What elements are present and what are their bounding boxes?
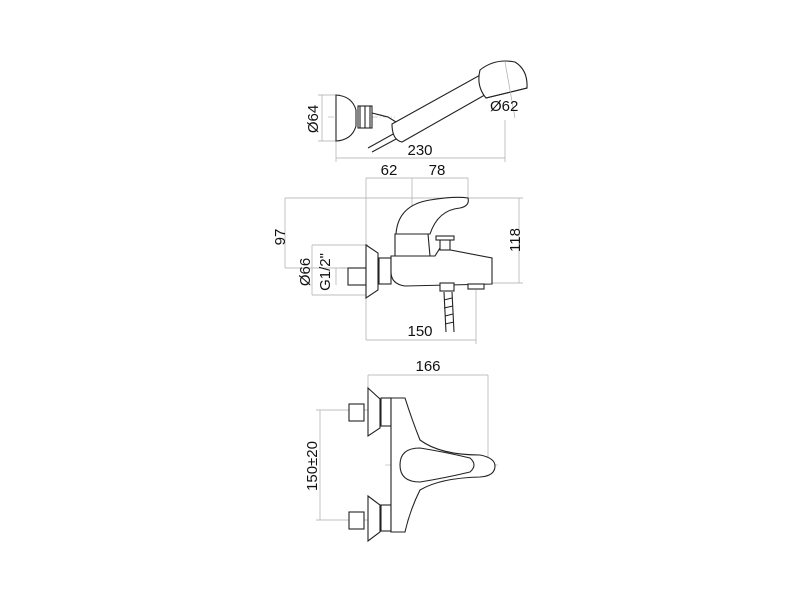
thread-label: G1/2"	[317, 253, 334, 291]
width-label: 166	[415, 358, 440, 375]
shower-length-label: 230	[407, 142, 432, 159]
mixer-side-view: 62 78 97 118 Ø66 G1/2" 150	[272, 162, 524, 344]
mixer-top-view: 166 150±20	[304, 358, 498, 543]
offset-a-label: 62	[381, 162, 398, 179]
outlet-height-label: 97	[272, 229, 289, 246]
total-height-label: 118	[507, 228, 524, 252]
flange-diameter-label: Ø66	[297, 258, 314, 286]
hand-shower-view: Ø64 Ø62 230	[305, 60, 528, 162]
holder-diameter-label: Ø64	[305, 105, 322, 133]
spacing-label: 150±20	[304, 441, 321, 491]
head-diameter-label: Ø62	[490, 98, 518, 115]
depth-label: 150	[407, 323, 432, 340]
offset-b-label: 78	[429, 162, 446, 179]
